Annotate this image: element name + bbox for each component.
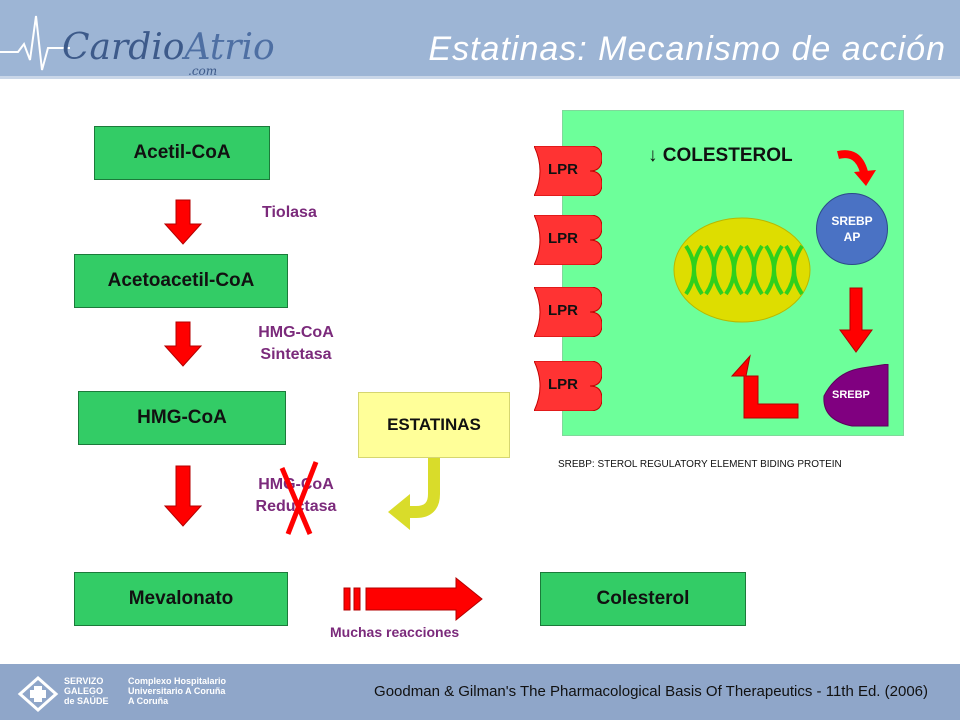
srebp-protein-icon (823, 364, 889, 427)
page-title: Estatinas: Mecanismo de acción (428, 30, 946, 68)
hospital-line2: Universitario A Coruña (128, 686, 226, 696)
receptor-shape-icon (534, 215, 602, 265)
receptor-label: LPR (548, 230, 578, 247)
logo-suffix: .com (188, 64, 218, 78)
srebp-ap-line1: SREBP (831, 214, 873, 228)
down-arrow-1 (163, 199, 203, 245)
muchas-reacciones-arrow (343, 576, 483, 622)
receptor-shape-icon (534, 287, 602, 337)
down-arrow-3 (163, 465, 203, 527)
enzyme-sintetasa-line2: Sintetasa (260, 346, 332, 363)
sergas-line3: de SAÚDE (64, 696, 109, 706)
srebp-ap-line2: AP (843, 230, 861, 244)
logo: CardioAtrio (62, 30, 275, 66)
receptor-shape-icon (534, 361, 602, 411)
sergas-text: SERVIZO GALEGO de SAÚDE (64, 676, 109, 706)
inhibition-cross-icon (279, 461, 319, 535)
sergas-line1: SERVIZO (64, 676, 104, 686)
curved-arrow-top-head (854, 170, 876, 186)
step-mevalonato: Mevalonato (74, 572, 288, 626)
nucleus-dna-icon (673, 217, 811, 323)
sergas-line2: GALEGO (64, 686, 104, 696)
receptor-lpr-2: LPR (534, 215, 602, 265)
hospital-text: Complexo Hospitalario Universitario A Co… (128, 676, 226, 706)
return-arrow (730, 354, 799, 419)
srebp-label: SREBP (832, 389, 870, 401)
step-acetoacetil-coa: Acetoacetil-CoA (74, 254, 288, 308)
logo-main: Cardio (62, 27, 185, 68)
receptor-label: LPR (548, 376, 578, 393)
hospital-line3: A Coruña (128, 696, 169, 706)
down-arrow-srebp (839, 287, 873, 353)
hospital-line1: Complexo Hospitalario (128, 676, 227, 686)
enzyme-reductasa-line1: HMG-CoA (258, 476, 334, 493)
statin-hook-arrow (404, 458, 440, 518)
receptor-label: LPR (548, 302, 578, 319)
receptor-lpr-4: LPR (534, 361, 602, 411)
logo-accent: Atrio (184, 27, 275, 68)
receptor-lpr-1: LPR (534, 146, 602, 196)
srebp-ap-circle: SREBP AP (816, 193, 888, 265)
receptor-lpr-3: LPR (534, 287, 602, 337)
cell-colesterol-label: ↓ COLESTEROL (648, 145, 793, 166)
ecg-logo-icon (0, 15, 70, 71)
footer-bar (0, 664, 960, 720)
statin-box: ESTATINAS (358, 392, 510, 458)
srebp-definition: SREBP: STEROL REGULATORY ELEMENT BIDING … (558, 459, 842, 470)
step-acetil-coa: Acetil-CoA (94, 126, 270, 180)
receptor-shape-icon (534, 146, 602, 196)
step-hmg-coa: HMG-CoA (78, 391, 286, 445)
statin-hook-arrowhead (388, 494, 410, 530)
enzyme-sintetasa: HMG-CoA Sintetasa (246, 322, 346, 366)
sergas-logo-icon (17, 675, 59, 713)
footer-reference: Goodman & Gilman's The Pharmacological B… (374, 683, 928, 700)
header-bar (0, 0, 960, 76)
down-arrow-2 (163, 321, 203, 367)
enzyme-sintetasa-line1: HMG-CoA (258, 324, 334, 341)
receptor-label: LPR (548, 161, 578, 178)
header-divider (0, 76, 960, 79)
muchas-reacciones-label: Muchas reacciones (330, 624, 460, 640)
curved-arrow-top (837, 150, 868, 174)
step-colesterol: Colesterol (540, 572, 746, 626)
enzyme-tiolasa: Tiolasa (262, 204, 317, 221)
